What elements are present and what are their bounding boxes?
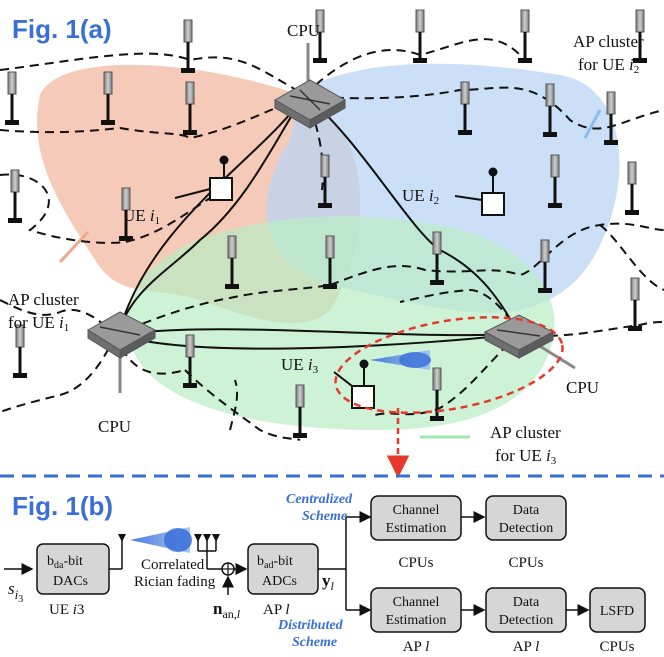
dd-central-caption: CPUs [508,555,543,571]
lsfd-caption: CPUs [599,639,634,655]
ue-i3-device [333,350,431,409]
ue-i1-device [174,155,233,201]
ue-i3-label: UE i3 [281,355,319,376]
access-point-icon [413,9,427,63]
dac-line2: DACs [53,574,88,589]
access-point-icon [543,83,557,137]
access-point-icon [101,71,115,125]
cluster-label-i1-line1: AP cluster [8,290,79,309]
adc-line2: ADCs [262,574,297,589]
access-point-icon [633,9,647,63]
access-point-icon [628,277,642,331]
access-point-icon [604,91,618,145]
lsfd-box [589,587,646,633]
dd-central-line1: Data [513,503,540,518]
access-point-icon [5,71,19,125]
cluster-pointer-i1 [58,230,90,264]
ce-dist-line2: Estimation [386,613,447,628]
noise-label: nan,l [213,599,241,621]
access-point-icon [313,9,327,63]
cluster-label-i3-line2: for UE i3 [495,446,557,467]
channel-line1: Correlated [141,557,205,573]
access-point-icon [183,334,197,388]
cpu-top [273,43,347,129]
tx-antenna-icon [118,534,126,542]
ue-i1-label: UE i1 [123,206,160,227]
access-point-icon [293,384,307,438]
cpu-label-left: CPU [98,417,131,436]
access-point-icon [225,235,239,289]
access-point-icon [13,324,27,378]
lsfd-line1: LSFD [600,604,634,619]
cpu-left [87,311,157,393]
ue-i2-device [454,167,505,216]
access-point-icon [323,235,337,289]
dd-dist-line1: Data [513,595,540,610]
signal-label: si3 [8,579,23,605]
access-point-icon [119,187,133,241]
ce-central-line1: Channel [393,503,440,518]
cluster-label-i1-line2: for UE i1 [8,313,69,334]
ce-central-line2: Estimation [386,521,447,536]
highlight-ellipse [334,316,564,414]
y-label: yl [322,571,335,593]
dd-central-box [485,495,567,541]
dac-caption: UE i3 [49,602,84,618]
dd-dist-caption: AP l [513,639,540,655]
access-point-icon [430,367,444,421]
access-point-icon [318,154,332,208]
cluster-pointer-i2 [583,109,602,139]
cluster-label-i2-line1: AP cluster [573,32,644,51]
ue-i2-label: UE i2 [402,186,439,207]
access-point-icon [518,9,532,63]
access-point-icon [538,239,552,293]
adc-line1: bad-bit [257,554,293,571]
ce-central-box [370,495,462,541]
cluster-label-i3-line1: AP cluster [490,423,561,442]
rx-antenna-array-icon [197,540,217,569]
cpu-label-right: CPU [566,378,599,397]
dac-line1: bda-bit [47,554,83,571]
access-points [5,9,647,438]
dd-central-line2: Detection [499,521,553,536]
distributed-line2: Scheme [292,635,337,650]
ce-dist-caption: AP l [403,639,430,655]
dd-dist-line2: Detection [499,613,553,628]
cluster-label-i2-line2: for UE i2 [578,55,639,76]
access-point-icon [430,231,444,285]
centralized-line2: Scheme [302,509,347,524]
cluster-region-ue-i3 [127,216,555,430]
ce-dist-line1: Channel [393,595,440,610]
access-point-icon [625,161,639,215]
distributed-line1: Distributed [277,618,344,633]
access-point-icon [8,169,22,223]
ce-central-caption: CPUs [398,555,433,571]
access-point-icon [181,19,195,73]
fronthaul-dashed-links [0,38,664,441]
cluster-regions [37,63,620,430]
access-point-icon [548,154,562,208]
fig-a-label: Fig. 1(a) [12,14,112,44]
centralized-line1: Centralized [286,492,353,507]
beam-lobe [164,528,192,552]
channel-line2: Rician fading [134,574,216,590]
access-point-icon [458,81,472,135]
fig-b-label: Fig. 1(b) [12,491,113,521]
access-point-icon [183,81,197,135]
adc-caption: AP l [263,602,290,618]
cpu-label-top: CPU [287,21,320,40]
